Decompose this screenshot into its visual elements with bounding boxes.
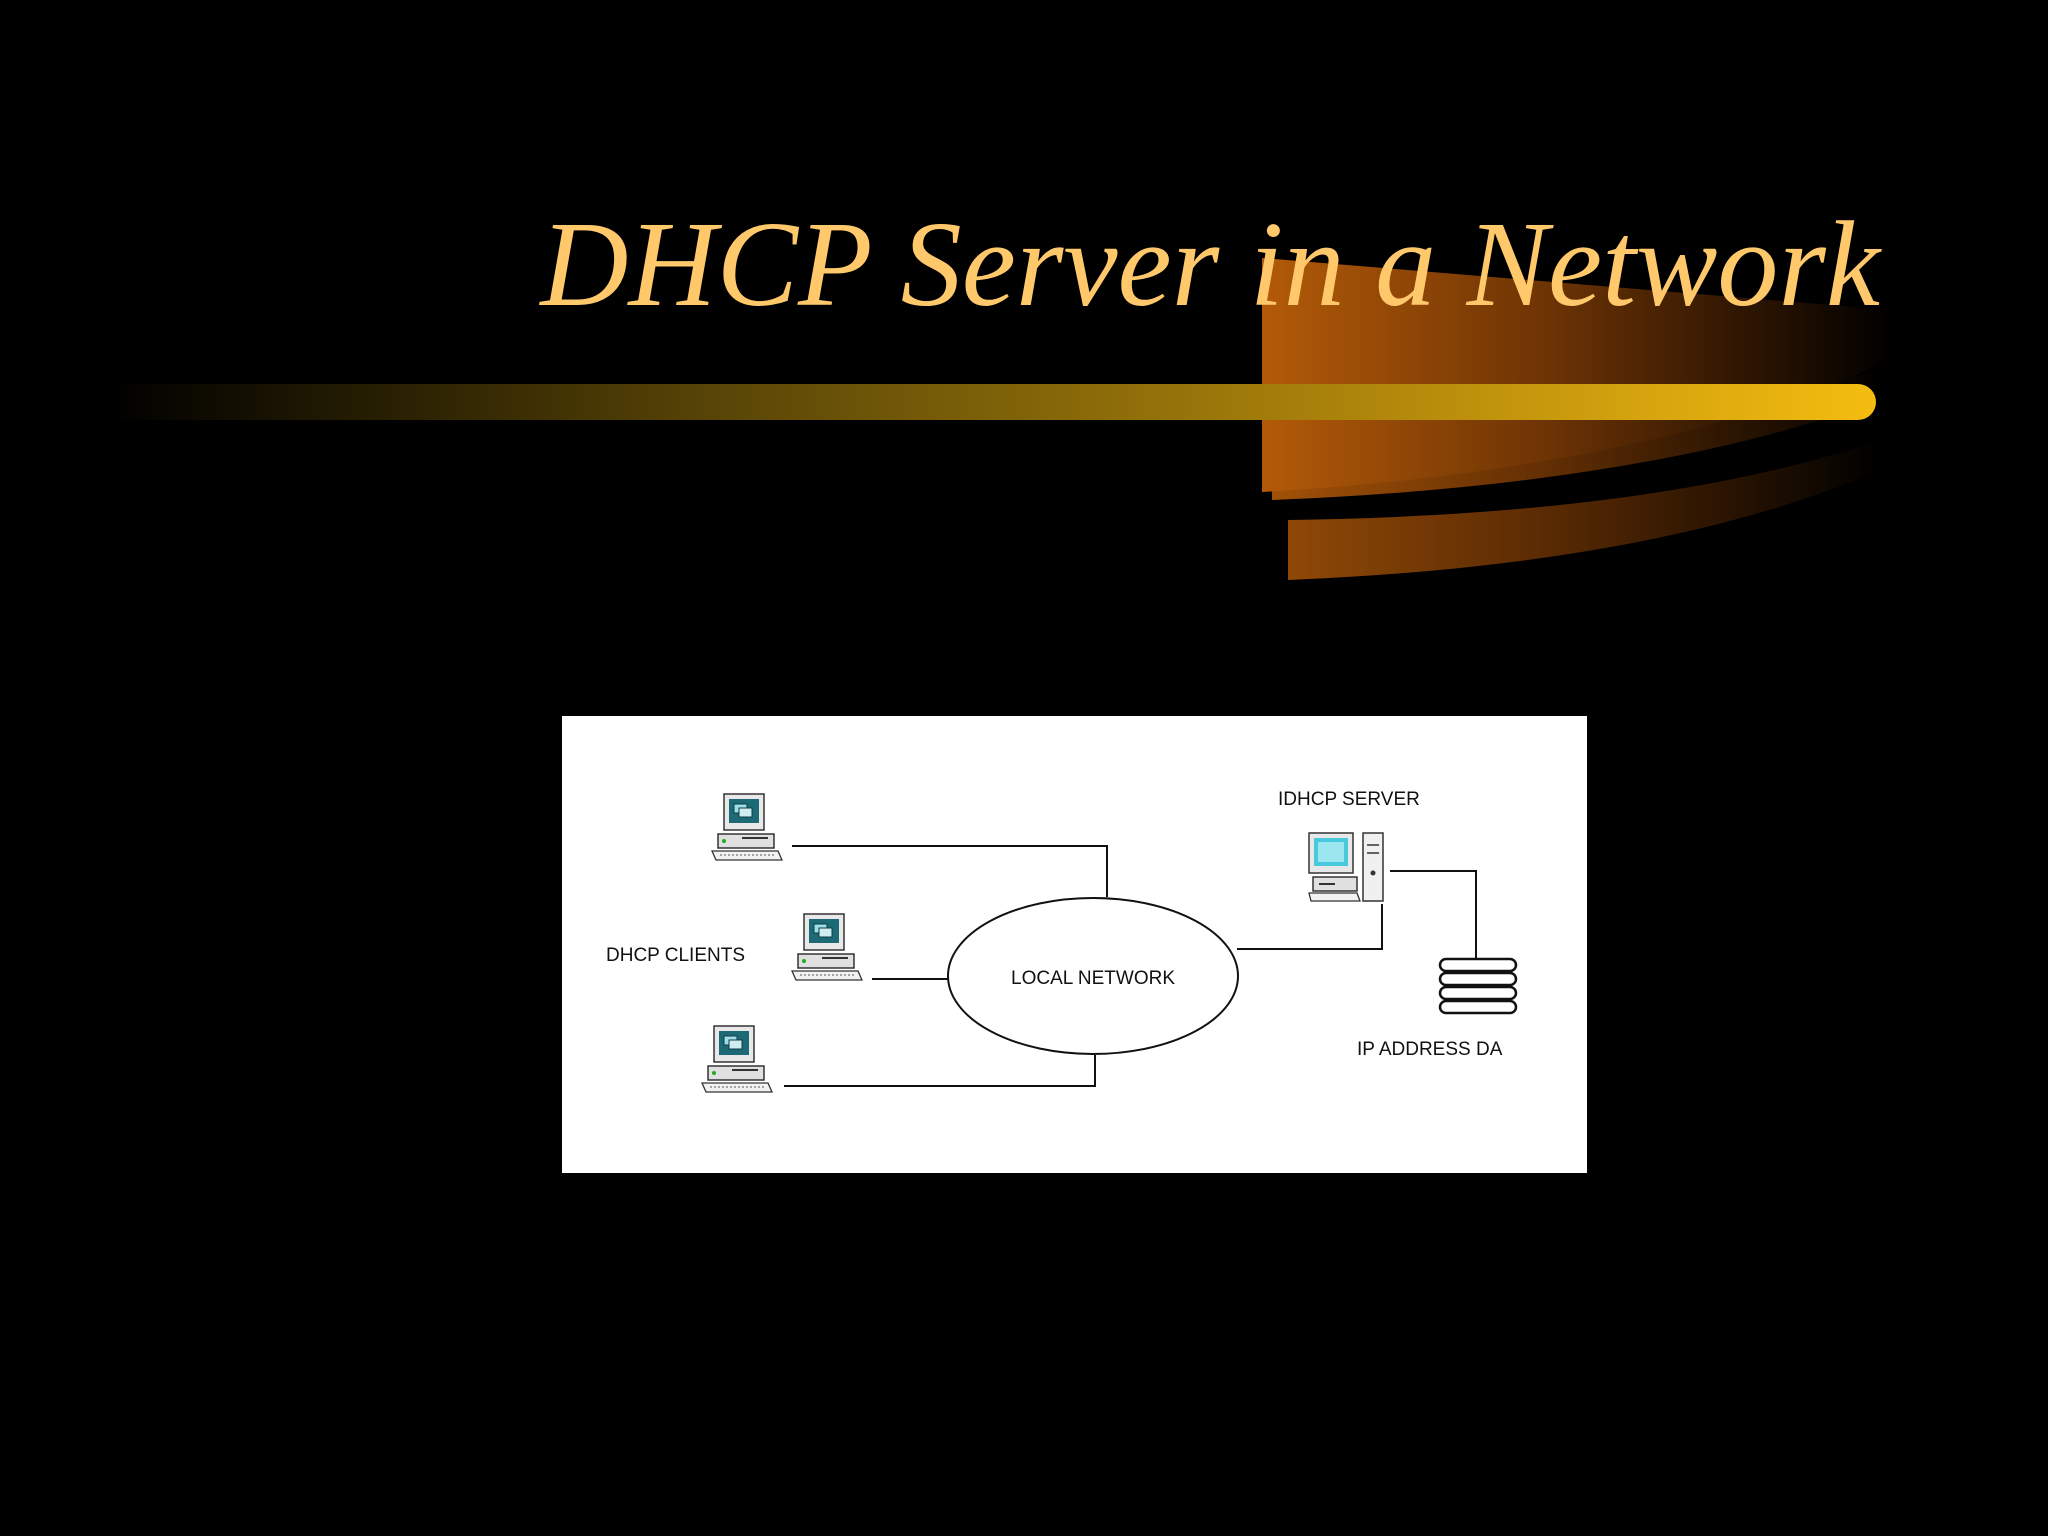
network-diagram-canvas: LOCAL NETWORK DHCP CLIENTS IDHCP SERVER [606,789,1518,1093]
dhcp-clients-label: DHCP CLIENTS [606,945,745,966]
client-computer-icon [711,793,783,861]
local-network-label: LOCAL NETWORK [1011,968,1175,989]
client-computer-icon [701,1025,773,1093]
server-computer-icon [1308,832,1384,902]
network-diagram: LOCAL NETWORK DHCP CLIENTS IDHCP SERVER [562,716,1587,1173]
orange-swoosh-bottom [1288,440,1880,580]
client-computer-icon [791,913,863,981]
link-client-1 [792,845,1108,897]
slide-title: DHCP Server in a Network [540,197,1880,332]
link-database [1390,870,1477,961]
gold-horizontal-bar [110,384,1876,420]
ip-address-db-label: IP ADDRESS DA [1357,1039,1503,1060]
link-server [1237,904,1383,950]
dhcp-server-label: IDHCP SERVER [1278,789,1420,810]
local-network-cloud [947,897,1239,1055]
orange-swoosh-top [1262,258,1890,492]
link-client-3 [784,1055,1096,1087]
database-icon [1438,957,1518,1015]
